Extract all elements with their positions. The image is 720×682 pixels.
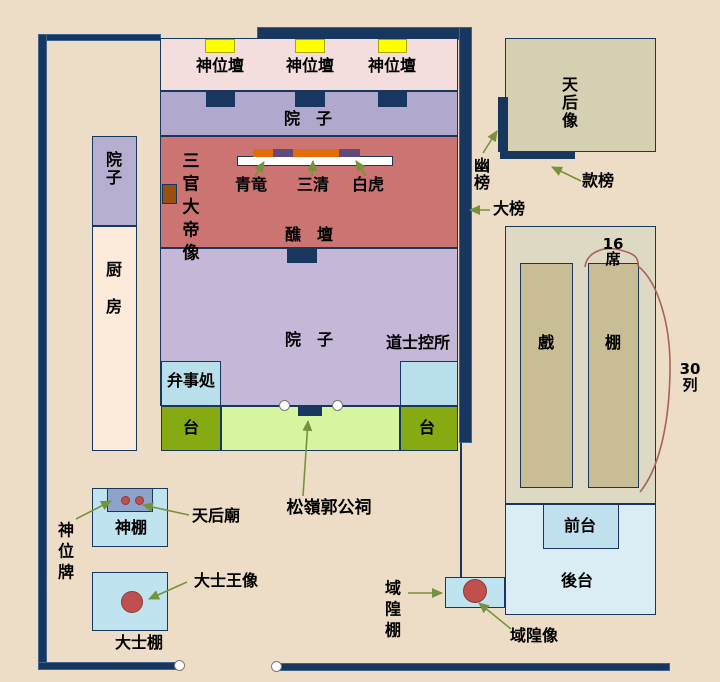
sanqing-label: 三清 (296, 174, 330, 194)
qinglong-label: 青竜 (234, 174, 268, 194)
upper-courtyard-label: 院 子 (283, 108, 333, 128)
strip-circle-1 (279, 400, 290, 411)
kitchen-box (92, 226, 137, 451)
seating-right-box (588, 263, 639, 488)
god-shed-label: 神棚 (114, 517, 148, 537)
front-stage-label: 前台 (563, 515, 597, 535)
altar-label-2: 神位壇 (285, 55, 335, 75)
kitchen-label: 厨 房 (105, 260, 123, 316)
daoist-lounge-label: 道士控所 (385, 332, 451, 352)
stage-right-box (400, 406, 458, 451)
god-statue-dot-1 (121, 496, 130, 505)
stage-right-label: 台 (418, 417, 436, 437)
chenghuang-shed-label: 域 隍 棚 (384, 578, 402, 640)
deity-platform (162, 184, 177, 204)
tianhou-statue-box (505, 38, 656, 152)
office-label: 弁事処 (166, 370, 216, 390)
west-courtyard-box (92, 136, 137, 226)
tablet-label: 神 位 牌 (57, 520, 75, 582)
seating-left-box (520, 263, 573, 488)
altar-label-1: 神位壇 (195, 55, 245, 75)
main-courtyard-label: 院 子 (284, 329, 334, 349)
table-seg-purple-2 (339, 149, 360, 157)
office-box (161, 361, 221, 406)
tianhou-temple-label: 天后廟 (191, 505, 241, 525)
money-board-label: 款榜 (581, 170, 615, 190)
money-board-bar (500, 151, 575, 159)
seats-count-label: 16 席 (602, 235, 624, 268)
wall-bottom-west (38, 662, 178, 670)
courtyard-door-1 (206, 92, 235, 107)
rows-count-label: 30 列 (679, 360, 701, 394)
table-seg-purple-1 (273, 149, 293, 157)
deity-statue-label: 三 官 大 帝 像 (182, 151, 200, 264)
gate-circle-east (271, 661, 282, 672)
stage-left-label: 台 (182, 417, 200, 437)
wall-right-thin-line (460, 443, 462, 578)
seating-right-label: 棚 (604, 332, 622, 352)
strip-door (298, 406, 322, 416)
back-stage-label: 後台 (560, 570, 594, 590)
dashi-statue-label: 大士王像 (193, 570, 259, 590)
altar-box-1 (205, 39, 235, 53)
wall-right-grand-board (459, 27, 472, 443)
god-table (237, 156, 393, 166)
front-stage-box (543, 504, 619, 549)
wall-left (38, 34, 47, 670)
dashi-shed-label: 大士棚 (114, 632, 164, 652)
grand-board-label: 大榜 (492, 198, 526, 218)
arrow-ghost-board (482, 130, 498, 154)
strip-circle-2 (332, 400, 343, 411)
wall-top-left (41, 34, 161, 41)
dashi-statue-circle (121, 591, 143, 613)
baihu-label: 白虎 (351, 174, 385, 194)
west-courtyard-label: 院 子 (105, 150, 123, 187)
chenghuang-statue-label: 域隍像 (509, 625, 559, 645)
table-seg-orange-1 (253, 149, 273, 157)
altar-box-2 (295, 39, 325, 53)
guo-ancestral-hall-label: 松嶺郭公祠 (286, 498, 372, 519)
altar-label-3: 神位壇 (367, 55, 417, 75)
ghost-board-bar (498, 97, 508, 152)
courtyard-door-2 (295, 92, 325, 107)
altar-hall-label: 醮 壇 (284, 224, 334, 244)
arrow-money-board (551, 166, 582, 182)
altar-box-3 (378, 39, 407, 53)
tianhou-statue-label: 天 后 像 (561, 75, 579, 130)
table-seg-orange-2 (293, 149, 339, 157)
god-statue-dot-2 (135, 496, 144, 505)
wall-bottom-east (277, 663, 670, 671)
god-shed-inner-altar (107, 488, 153, 512)
stage-left-box (161, 406, 221, 451)
seating-left-label: 戲 (537, 332, 555, 352)
daoist-lounge-box (400, 361, 458, 406)
ghost-board-label: 幽 榜 (473, 156, 491, 192)
chenghuang-statue-circle (463, 579, 487, 603)
altar-hall-door (287, 249, 317, 263)
courtyard-door-3 (378, 92, 407, 107)
gate-circle-west (174, 660, 185, 671)
